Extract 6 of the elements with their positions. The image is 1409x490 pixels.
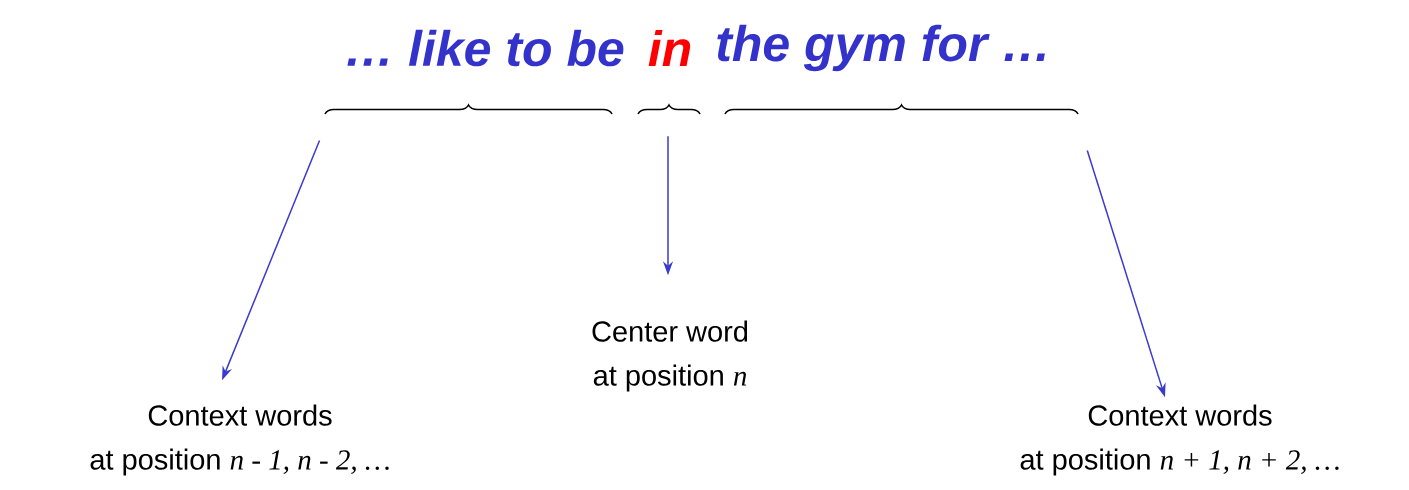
- caption-text: Context words at position n + 1, n + 2, …: [1020, 404, 1339, 476]
- sentence-text: the gym for …: [717, 24, 1045, 72]
- highlighted-word: in: [648, 29, 691, 67]
- sentence-text: … like to be: [347, 29, 624, 67]
- caption-text: Center word at position n: [592, 320, 748, 392]
- caption-text: Context words at position n - 1, n - 2, …: [90, 404, 389, 476]
